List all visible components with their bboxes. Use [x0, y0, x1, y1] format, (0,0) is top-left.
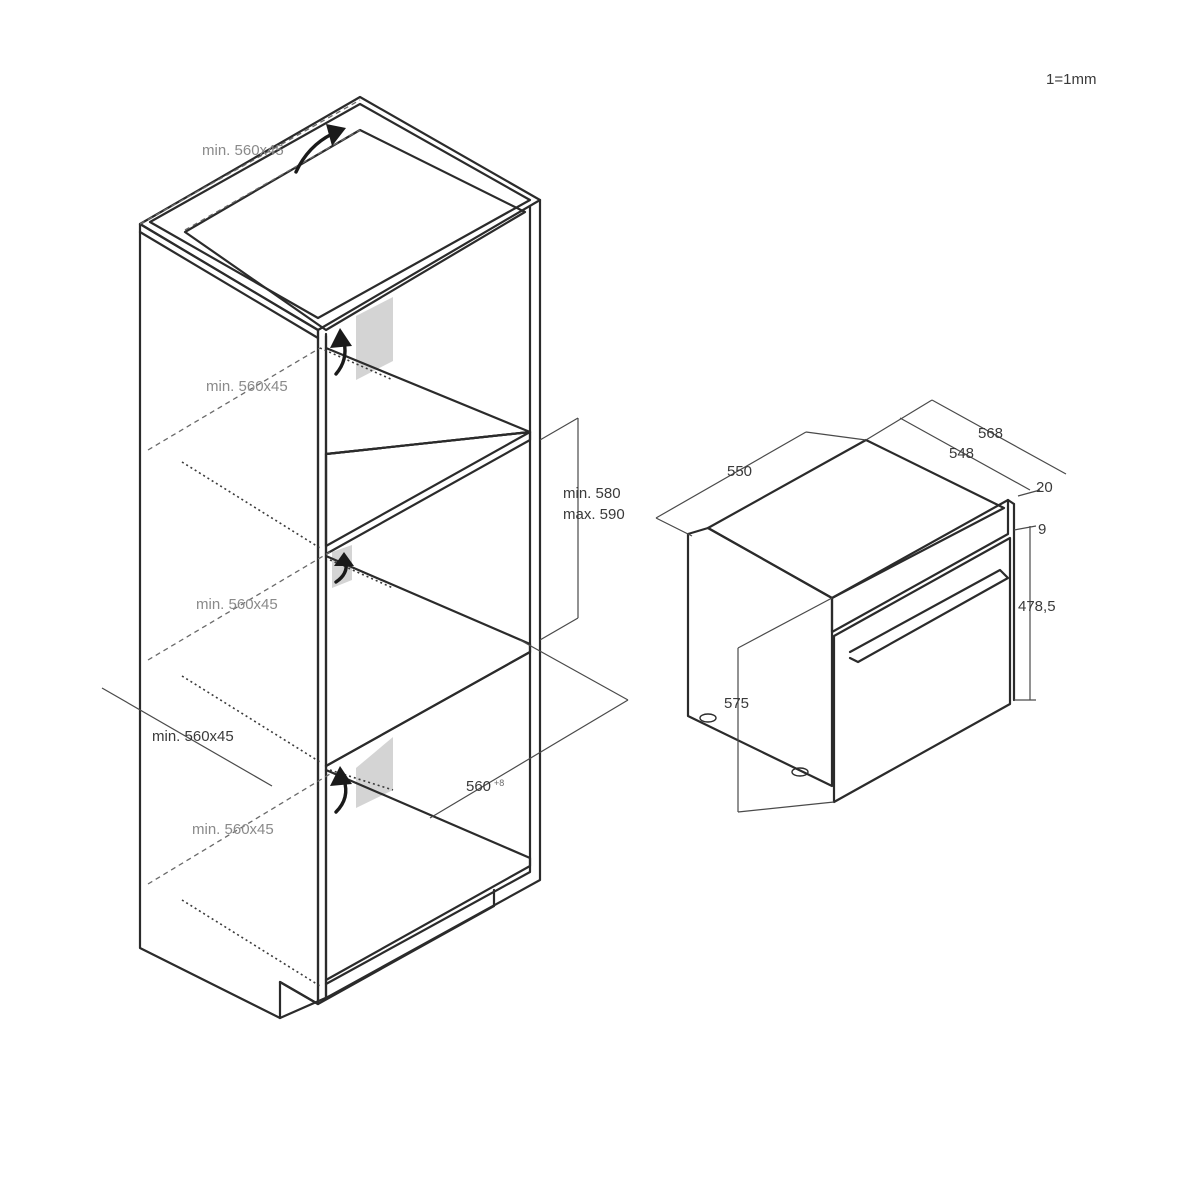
airflow-arrows: [294, 124, 354, 814]
upper-vent-cutout: [356, 297, 393, 380]
oven-door: [832, 536, 1012, 804]
top-opening-label: min. 560x45: [202, 142, 284, 159]
cabinet-left-side: [138, 222, 320, 1020]
middle-opening-label: min. 560x45: [196, 596, 278, 613]
oven-dimensions: [655, 399, 1067, 813]
lower-vent-cutout: [356, 737, 393, 808]
oven-door-height: 478,5: [1018, 598, 1056, 615]
oven-depth-total: 568: [978, 425, 1003, 442]
scale-note: 1=1mm: [1046, 71, 1096, 88]
lower-opening-label: min. 560x45: [192, 821, 274, 838]
oven-top-gap: 9: [1038, 521, 1046, 538]
oven-width: 550: [727, 463, 752, 480]
lower-shelf: [324, 768, 532, 982]
oven: [686, 438, 1016, 804]
niche-depth-value: 560: [466, 778, 491, 795]
oven-foot-left: [699, 713, 717, 723]
oven-body-height: 575: [724, 695, 749, 712]
oven-foot-right: [791, 767, 809, 777]
upper-opening-label: min. 560x45: [206, 378, 288, 395]
cabinet-dimensions: [101, 417, 629, 819]
top-airflow-arrow: [294, 132, 334, 174]
tall-cabinet: [138, 95, 542, 1020]
oven-body-top: [706, 438, 1006, 600]
cabinet-width-label: min. 560x45: [152, 728, 234, 745]
oven-front-panel-depth: 20: [1036, 479, 1053, 496]
oven-depth-body: 548: [949, 445, 974, 462]
oven-handle: [848, 568, 1010, 664]
niche-height-min: min. 580: [563, 485, 621, 502]
niche-height-max: max. 590: [563, 506, 625, 523]
middle-vent-cutout: [332, 545, 352, 588]
middle-shelf: [324, 554, 532, 768]
upper-shelf: [324, 430, 532, 548]
oven-body-side: [686, 526, 834, 788]
niche-depth-tolerance: +8: [494, 778, 504, 788]
oven-front-panel: [830, 498, 1010, 634]
